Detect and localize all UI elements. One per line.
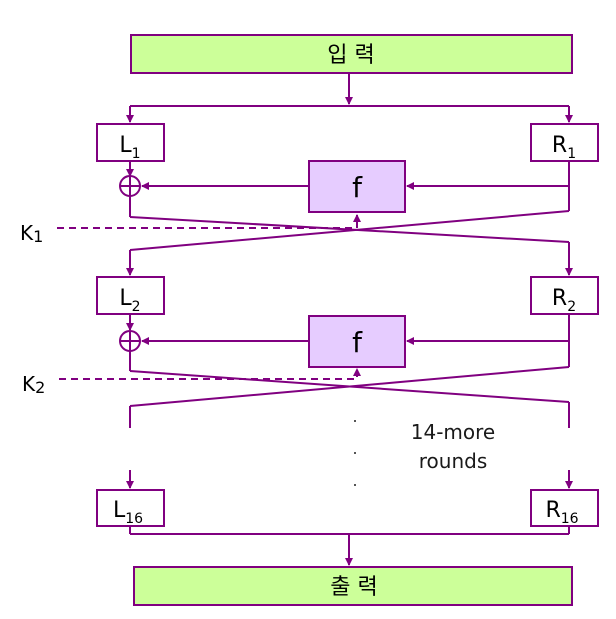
k1-label: K1 — [20, 221, 43, 246]
more-rounds-line2: rounds — [419, 449, 488, 473]
r16-box: R16 — [530, 489, 599, 527]
l16-box: L16 — [96, 489, 165, 527]
ellipsis-dots — [354, 420, 356, 486]
f1-label: f — [352, 171, 363, 204]
l1-box: L1 — [96, 123, 165, 162]
l16-label: L16 — [113, 498, 143, 527]
r1-label: R1 — [552, 133, 576, 162]
round2-connectors — [119, 314, 570, 428]
l2-box: L2 — [96, 276, 165, 315]
k1-connector — [57, 214, 361, 229]
input-label: 입 력 — [327, 43, 374, 68]
output-label: 출 력 — [330, 575, 377, 600]
output-block: 출 력 — [133, 566, 573, 606]
r16-label: R16 — [545, 498, 578, 527]
round1-connectors — [119, 161, 573, 276]
f2-label: f — [352, 326, 363, 359]
r2-label: R2 — [552, 286, 576, 315]
l1-label: L1 — [119, 133, 140, 162]
f1-box: f — [308, 160, 406, 213]
input-block: 입 력 — [130, 34, 573, 74]
r2-box: R2 — [530, 276, 599, 315]
k2-label: K2 — [22, 372, 45, 397]
l2-label: L2 — [119, 286, 140, 315]
output-connectors — [129, 526, 570, 566]
f2-box: f — [308, 315, 406, 368]
final-in-connectors — [126, 470, 573, 489]
k2-connector — [59, 368, 361, 380]
r1-box: R1 — [530, 123, 599, 162]
input-connectors — [126, 73, 573, 123]
more-rounds-line1: 14-more — [411, 420, 495, 444]
